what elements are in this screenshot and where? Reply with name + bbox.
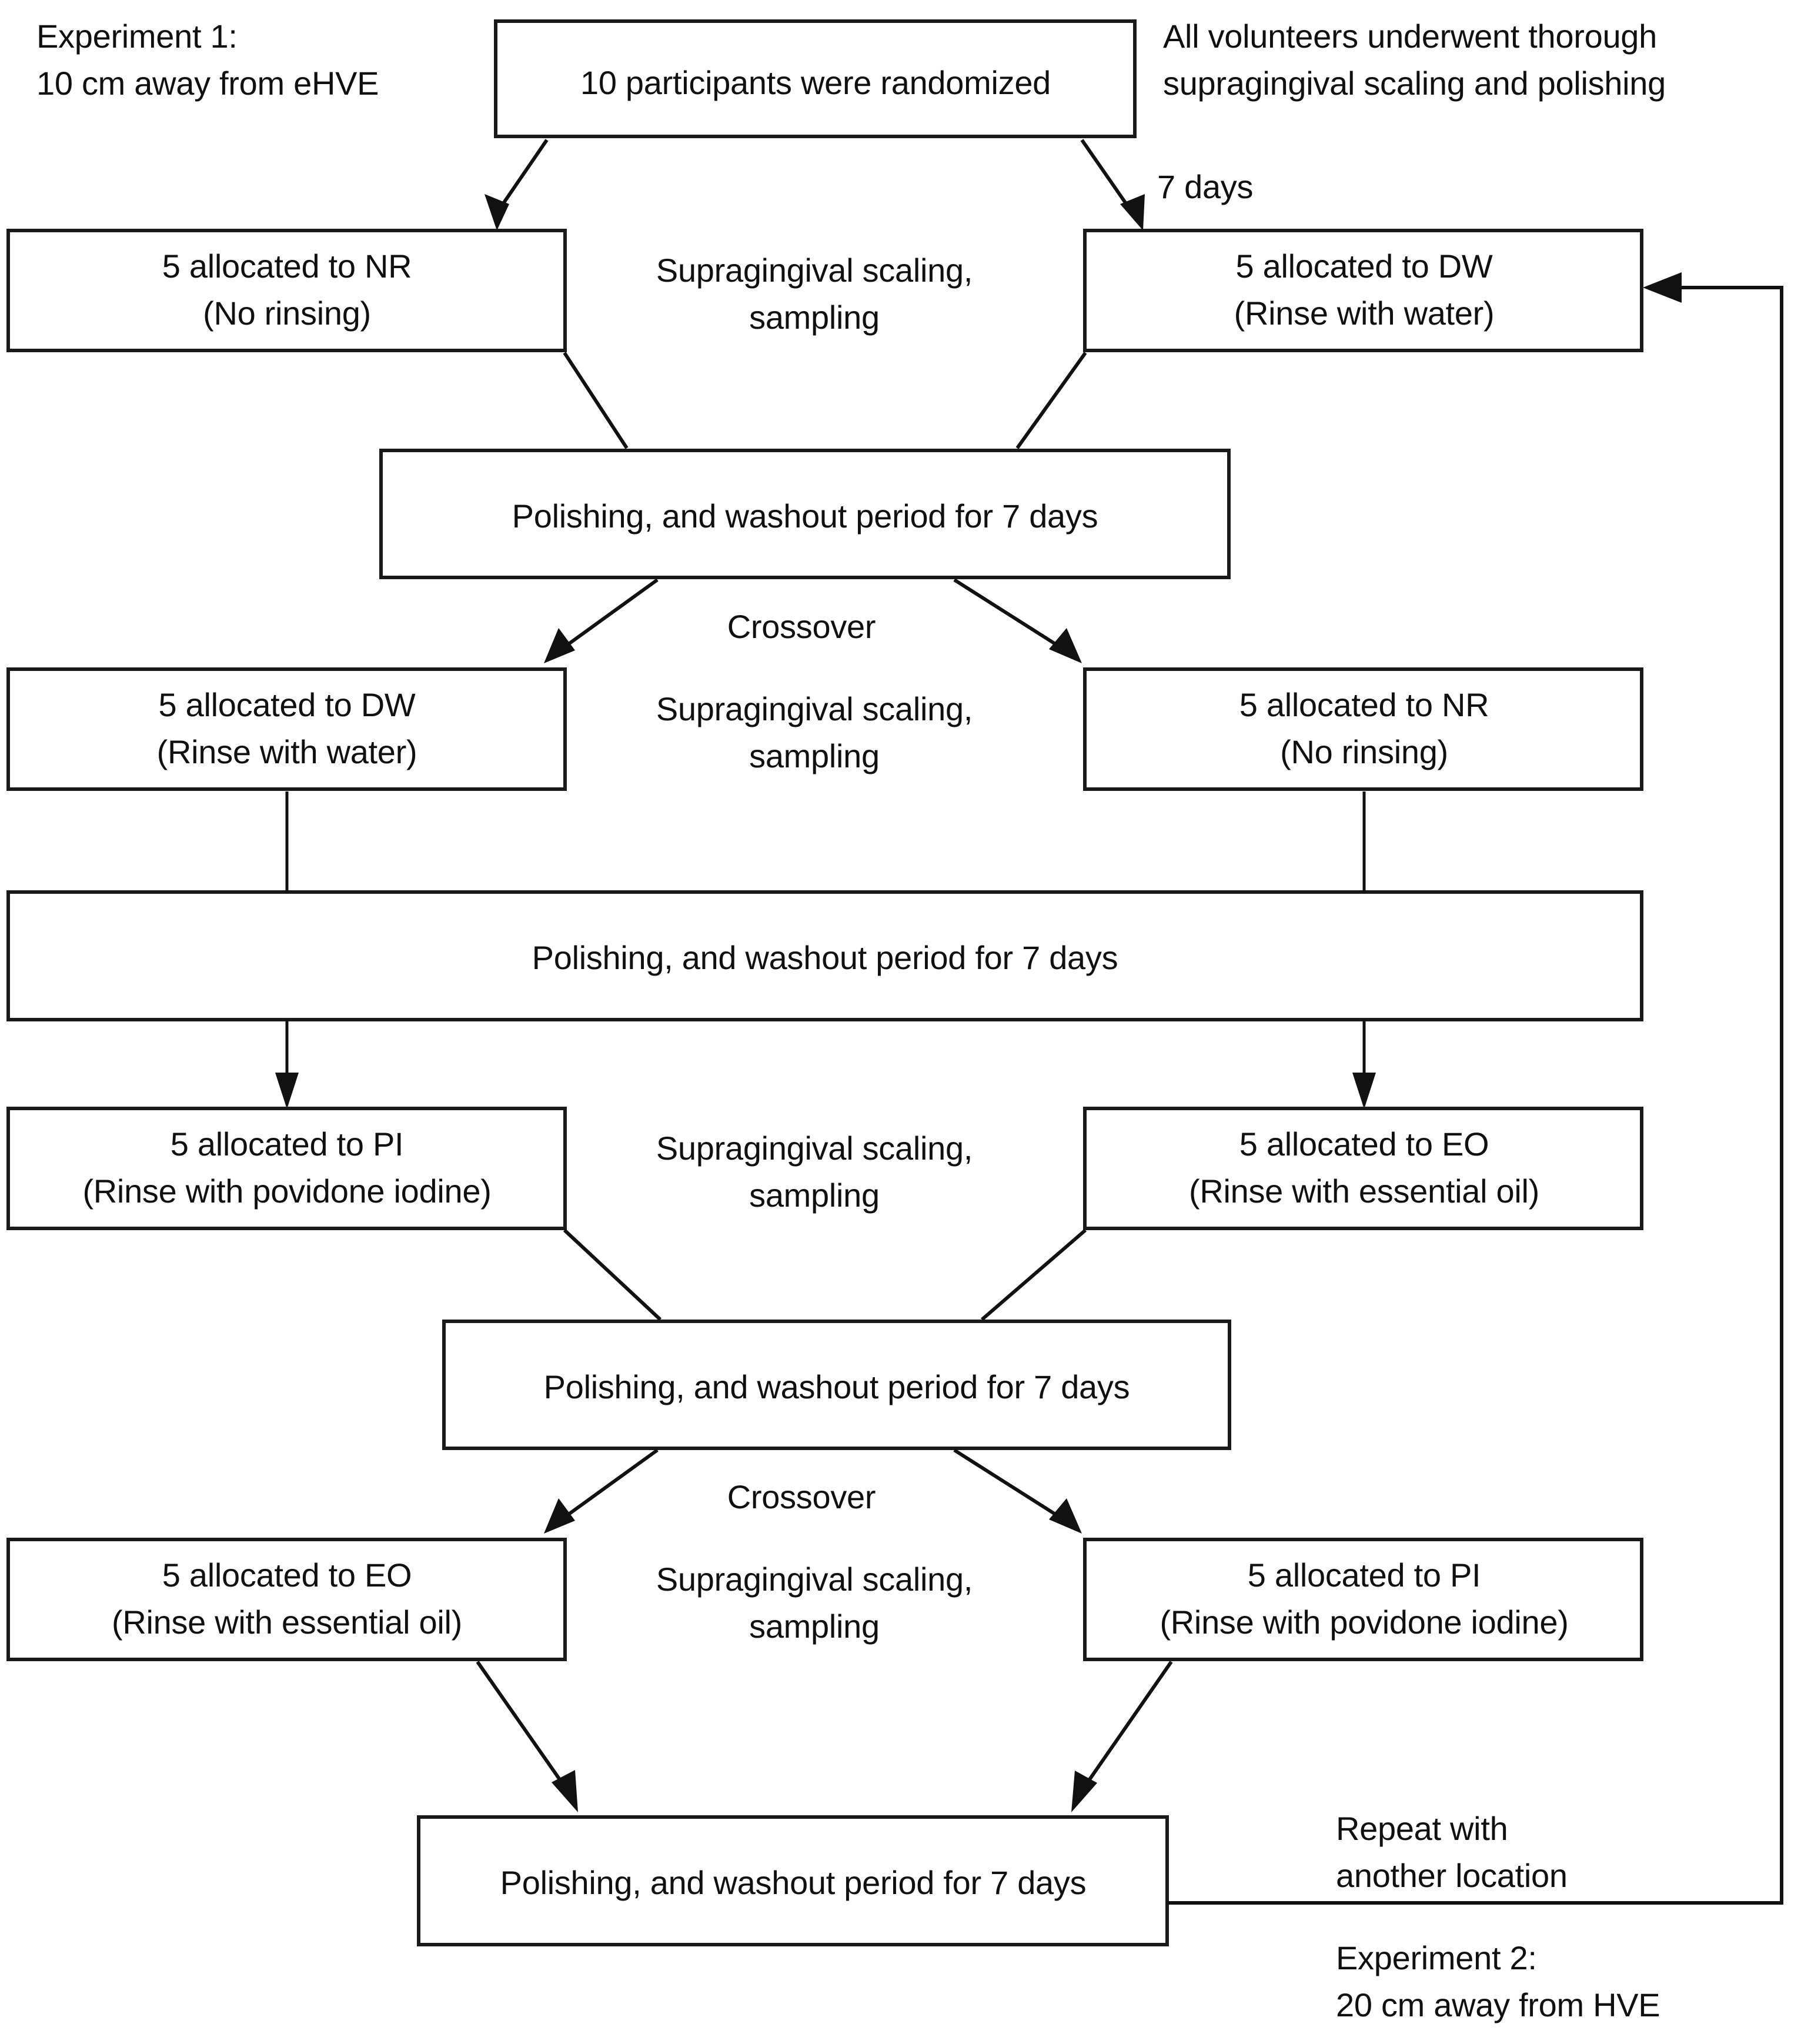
- node-label-stage4-right-line1: 5 allocated to PI: [1247, 1557, 1481, 1594]
- node-label-washout3: Polishing, and washout period for 7 days: [543, 1368, 1130, 1405]
- node-label-stage2-right-line2: (No rinsing): [1280, 733, 1448, 770]
- node-rect-stage2-left: [6, 667, 567, 791]
- node-label-randomization: 10 participants were randomized: [580, 64, 1051, 101]
- annotation-scaling-sampling-1-line1: Supragingival scaling,: [656, 252, 973, 289]
- annotation-crossover-1: Crossover: [727, 608, 876, 645]
- node-label-stage1-left-line2: (No rinsing): [203, 295, 371, 332]
- node-label-stage4-right-line2: (Rinse with povidone iodine): [1160, 1604, 1569, 1641]
- node-label-stage3-left-line1: 5 allocated to PI: [170, 1125, 404, 1163]
- edge-stage3-left-to-washout3: [563, 1228, 662, 1321]
- node-label-washout2: Polishing, and washout period for 7 days: [532, 939, 1118, 976]
- edge-washout2-to-stage3-right: [1352, 1020, 1376, 1109]
- edge-randomization-to-stage1-left: [485, 139, 549, 231]
- annotation-experiment1-line1: Experiment 1:: [36, 18, 238, 55]
- annotation-scaling-sampling-1-line2: sampling: [749, 299, 880, 336]
- annotation-experiment1-line2: 10 cm away from eHVE: [36, 65, 379, 102]
- edge-stage4-left-to-washout4: [476, 1661, 578, 1812]
- node-rect-stage1-left: [6, 229, 567, 352]
- edge-feedback-loop-to-stage1-right: [1167, 272, 1783, 1905]
- node-label-stage2-right-line1: 5 allocated to NR: [1239, 686, 1489, 723]
- node-label-stage4-left-line1: 5 allocated to EO: [162, 1557, 412, 1594]
- node-rect-washout4: [417, 1815, 1169, 1946]
- annotation-scaling-sampling-3-line2: sampling: [749, 1177, 880, 1214]
- node-label-stage4-left-line2: (Rinse with essential oil): [112, 1604, 462, 1641]
- node-label-washout1: Polishing, and washout period for 7 days: [512, 497, 1098, 535]
- node-label-stage3-right-line2: (Rinse with essential oil): [1189, 1173, 1539, 1210]
- annotation-experiment2-line2: 20 cm away from HVE: [1336, 1986, 1660, 2023]
- node-label-washout4: Polishing, and washout period for 7 days: [500, 1864, 1087, 1901]
- edge-washout2-to-stage3-left: [275, 1020, 299, 1109]
- edge-washout3-to-stage4-right: [953, 1448, 1082, 1534]
- annotation-scaling-sampling-2-line1: Supragingival scaling,: [656, 690, 973, 727]
- node-label-stage1-left-line1: 5 allocated to NR: [162, 248, 412, 285]
- node-rect-stage1-right: [1083, 229, 1643, 352]
- node-rect-randomization: [494, 19, 1137, 138]
- edge-randomization-to-stage1-right: [1080, 139, 1145, 231]
- annotation-preparation-line1: All volunteers underwent thorough: [1163, 18, 1657, 55]
- node-rect-stage4-right: [1083, 1538, 1643, 1661]
- annotation-scaling-sampling-3-line1: Supragingival scaling,: [656, 1130, 973, 1167]
- node-rect-stage3-right: [1083, 1107, 1643, 1230]
- node-rect-washout2: [6, 890, 1643, 1021]
- node-rect-washout1: [379, 449, 1231, 579]
- node-rect-stage3-left: [6, 1107, 567, 1230]
- node-label-stage3-right-line1: 5 allocated to EO: [1239, 1125, 1489, 1163]
- node-rect-stage4-left: [6, 1538, 567, 1661]
- node-label-stage3-left-line2: (Rinse with povidone iodine): [82, 1173, 492, 1210]
- annotation-duration-7days: 7 days: [1157, 168, 1254, 205]
- node-label-stage2-left-line2: (Rinse with water): [156, 733, 417, 770]
- annotation-crossover-2: Crossover: [727, 1478, 876, 1515]
- edge-stage1-right-to-washout1: [1015, 352, 1087, 449]
- node-label-stage1-right-line1: 5 allocated to DW: [1235, 248, 1493, 285]
- annotation-scaling-sampling-4-line2: sampling: [749, 1608, 880, 1645]
- annotation-scaling-sampling-4-line1: Supragingival scaling,: [656, 1561, 973, 1598]
- edge-stage3-right-to-washout3: [981, 1228, 1087, 1321]
- edge-washout1-to-stage2-left: [544, 578, 659, 663]
- node-rect-washout3: [442, 1320, 1231, 1450]
- annotation-repeat-line2: another location: [1336, 1857, 1568, 1894]
- edge-stage4-right-to-washout4: [1071, 1661, 1173, 1812]
- edge-stage1-left-to-washout1: [563, 352, 629, 449]
- annotation-scaling-sampling-2-line2: sampling: [749, 737, 880, 774]
- annotation-experiment2-line1: Experiment 2:: [1336, 1939, 1537, 1976]
- annotation-preparation-line2: supragingival scaling and polishing: [1163, 65, 1666, 102]
- annotation-repeat-line1: Repeat with: [1336, 1810, 1508, 1847]
- node-rect-stage2-right: [1083, 667, 1643, 791]
- edge-washout1-to-stage2-right: [953, 578, 1082, 663]
- edge-washout3-to-stage4-left: [544, 1448, 659, 1534]
- node-label-stage2-left-line1: 5 allocated to DW: [158, 686, 416, 723]
- node-label-stage1-right-line2: (Rinse with water): [1234, 295, 1495, 332]
